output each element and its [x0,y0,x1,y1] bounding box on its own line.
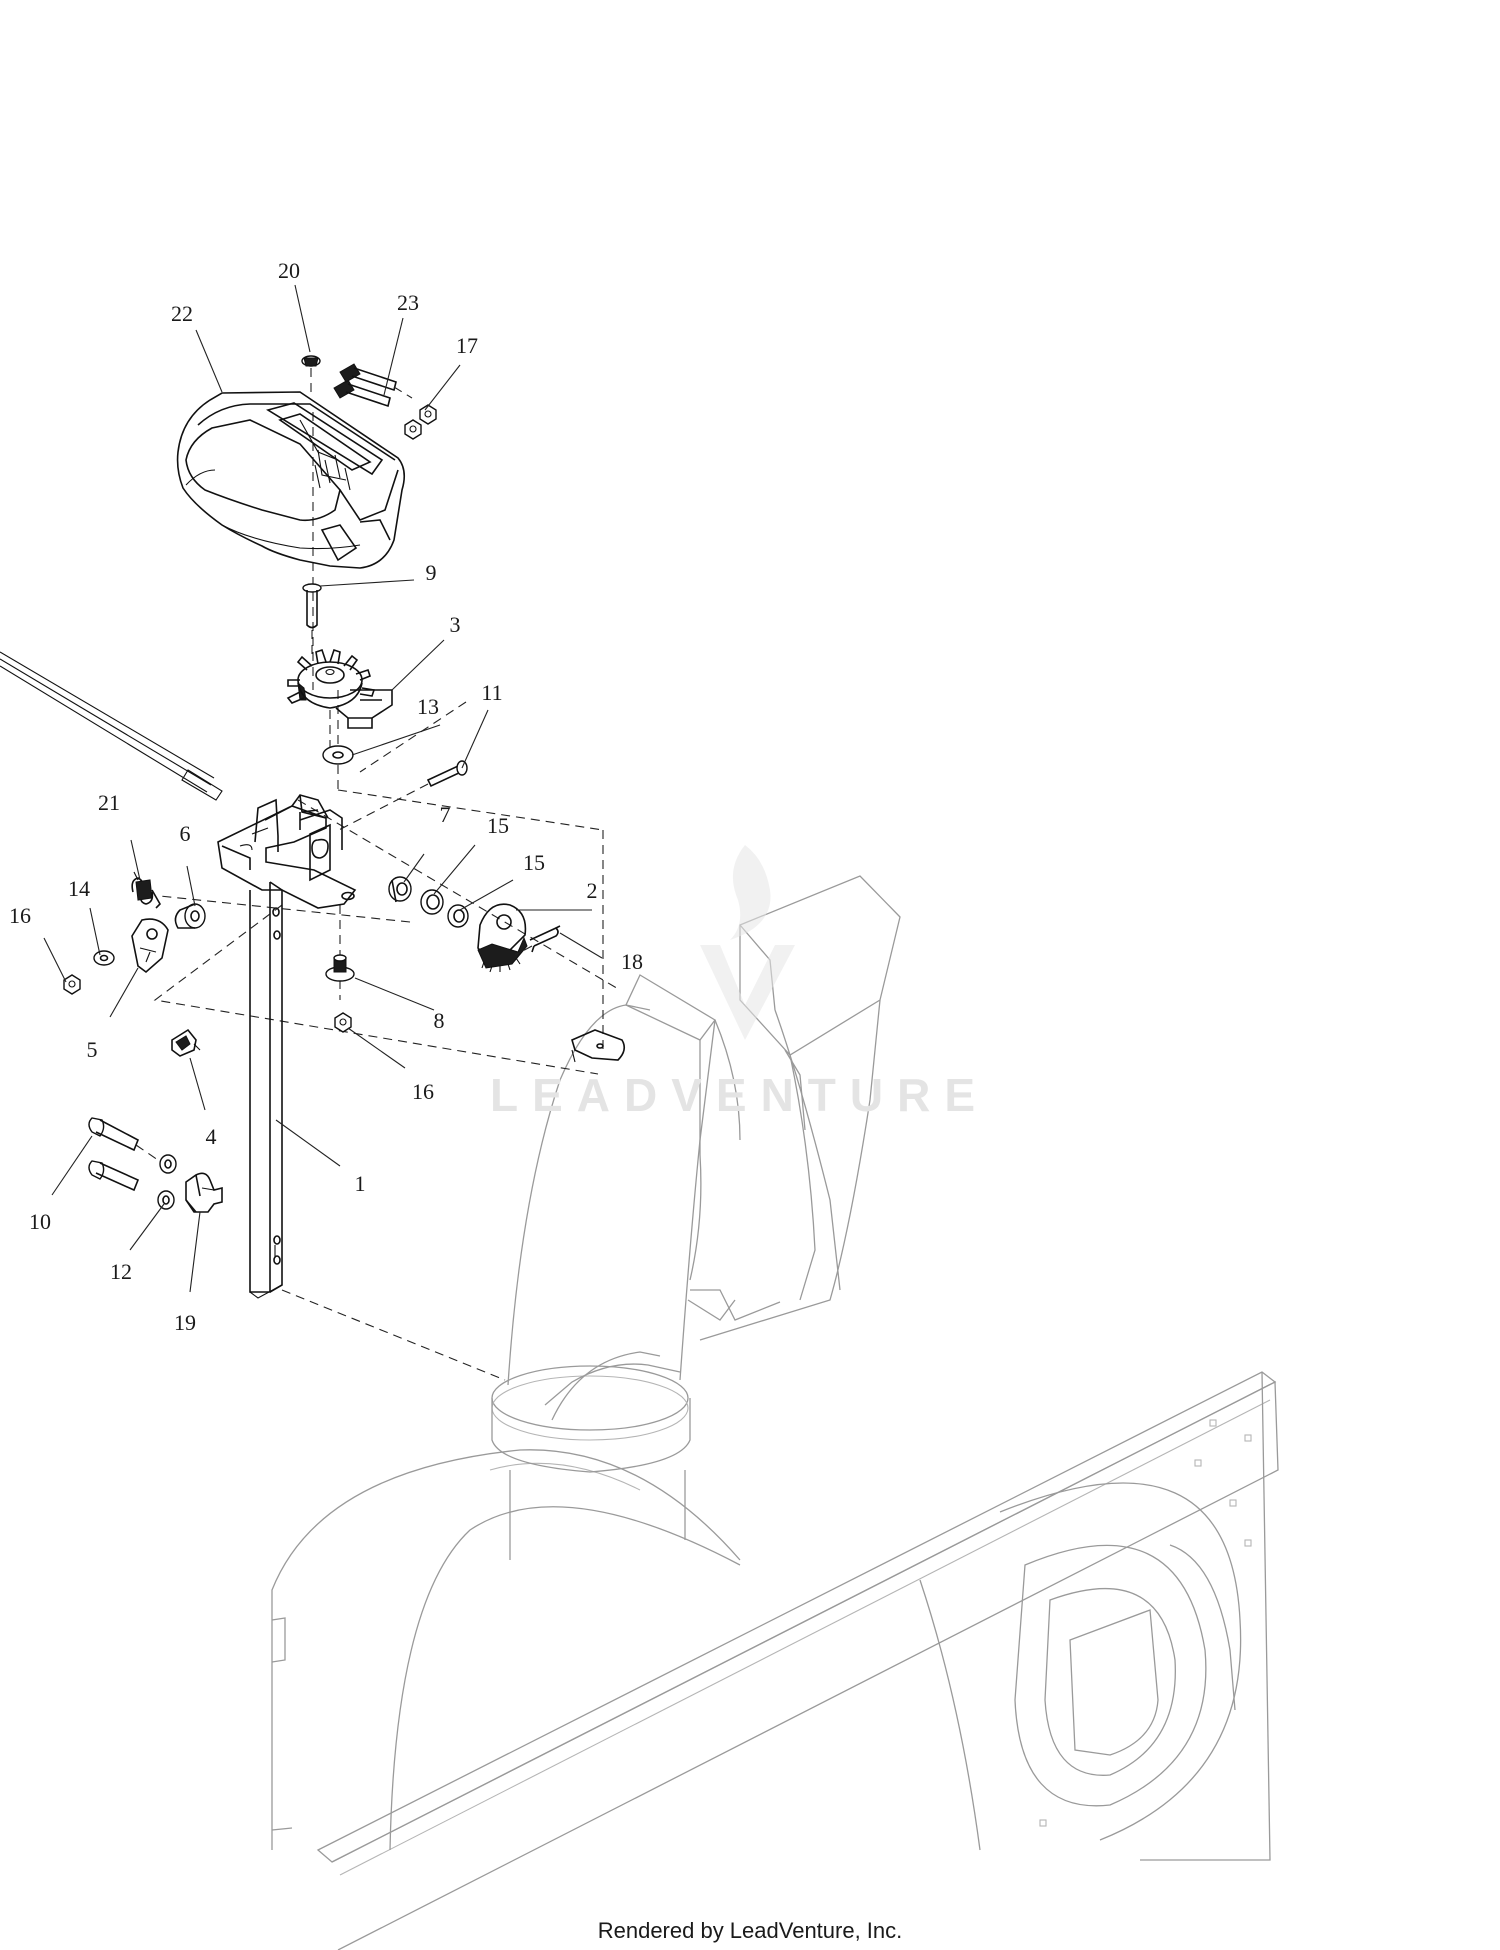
callout-20: 20 [278,258,300,283]
mount-tab [571,1029,626,1063]
part-10-bolts [88,1117,159,1192]
part-17-hex-nuts [404,404,437,440]
part-14-washer [93,950,115,966]
callout-8: 8 [433,1008,445,1033]
callout-14: 14 [68,876,90,901]
leader-lines [43,284,603,1293]
part-2-gear-segment [477,903,528,973]
part-13-washer [322,745,354,765]
callout-23: 23 [397,290,419,315]
part-23-bolts [333,363,413,408]
part-16-nut-left [63,974,81,995]
callout-7: 7 [439,802,451,827]
part-9-pin [302,583,322,655]
callout-17: 17 [456,333,478,358]
part-8-bushing [325,954,355,982]
part-15-washer-a [420,889,444,915]
part-21-spring [131,871,161,909]
callout-16-a: 16 [9,903,31,928]
callout-21: 21 [98,790,120,815]
part-5-cam [131,918,169,974]
callout-3: 3 [449,612,461,637]
control-cable [0,651,223,801]
part-7-spacer [388,876,412,903]
part-12-lock-washers [157,1154,177,1210]
part-20-push-nut [301,355,321,395]
part-16-nut-center [334,1012,352,1033]
callout-19: 19 [174,1310,196,1335]
part-4-clip [171,1028,201,1057]
part-1-support-bracket [217,794,357,1299]
watermark-logo [700,845,795,1040]
part-18-cotter-pin [514,925,561,956]
callout-18: 18 [621,949,643,974]
footer-credit: Rendered by LeadVenture, Inc. [597,1918,903,1943]
callout-9: 9 [425,560,437,585]
callout-15-b: 15 [523,850,545,875]
watermark-text: LEADVENTURE [490,1069,990,1121]
callout-22: 22 [171,301,193,326]
callout-4: 4 [205,1124,217,1149]
part-22-control-housing [176,391,406,569]
callout-10: 10 [29,1209,51,1234]
callout-2: 2 [586,878,598,903]
part-3-gear [286,648,393,748]
callout-13: 13 [417,694,439,719]
assembly-guide-lines [153,412,621,1381]
callout-15-a: 15 [487,813,509,838]
part-19-clamp [185,1172,223,1213]
callout-16-b: 16 [412,1079,434,1104]
callout-11: 11 [481,680,503,705]
callout-6: 6 [179,821,191,846]
callout-1: 1 [354,1171,366,1196]
gear-teeth [286,648,376,704]
part-6-bushing [174,903,206,929]
snowblower-housing [271,875,1279,1950]
callout-5: 5 [86,1037,98,1062]
callout-12: 12 [110,1259,132,1284]
part-15-washer-b [447,904,469,928]
